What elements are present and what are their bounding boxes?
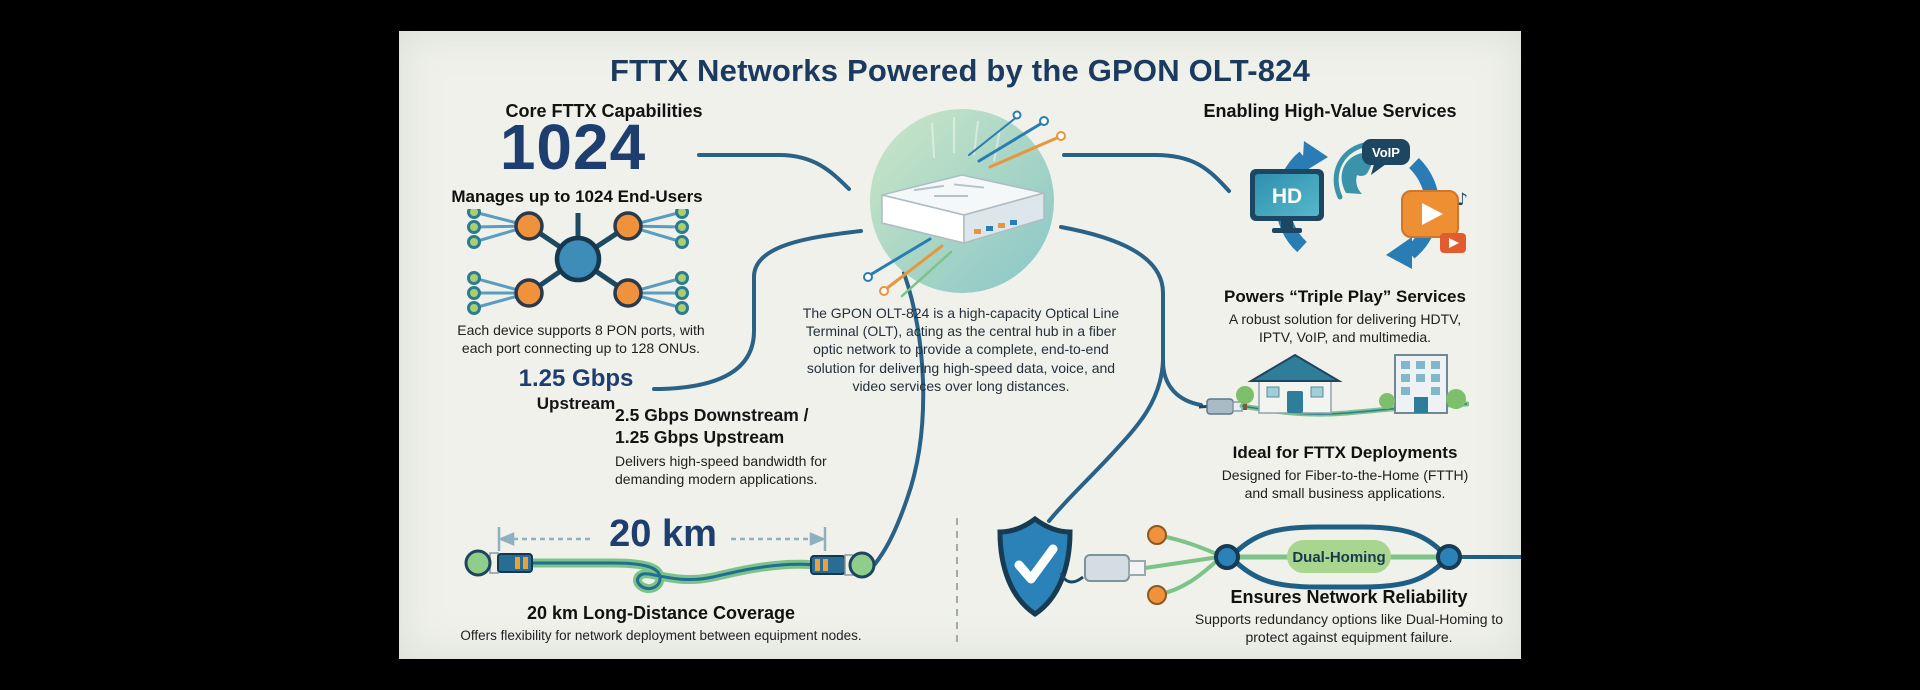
fiber-cable-icon: [464, 549, 876, 594]
fiber-plug-icon-2: [1084, 554, 1146, 582]
center-description: The GPON OLT-824 is a high-capacity Opti…: [802, 305, 1120, 394]
building-icon: [1379, 354, 1466, 414]
media-player-icon: ♪: [1401, 190, 1468, 253]
cable-end-left: [464, 549, 533, 577]
olt-device-illustration: [863, 109, 1066, 298]
capacity-subtitle: Manages up to 1024 End-Users: [451, 187, 703, 206]
shield-check-icon: [997, 515, 1073, 618]
connector-left-mid: [652, 229, 863, 391]
distance-measure-label: 20 km: [609, 513, 717, 555]
infographic-panel: FTTX Networks Powered by the GPON OLT-82…: [399, 31, 1521, 659]
left-section-heading: Core FTTX Capabilities: [505, 101, 703, 121]
svg-text:Dual-Homing: Dual-Homing: [1292, 549, 1385, 566]
upstream-stat-value: 1.25 Gbps: [518, 365, 634, 392]
fttx-heading: Ideal for FTTX Deployments: [1232, 443, 1458, 462]
bandwidth-heading-line1: 2.5 Gbps Downstream /: [615, 405, 809, 425]
device-ports: [974, 220, 1017, 234]
olt-hub-node: [554, 235, 602, 283]
capacity-description: Each device supports 8 PON ports, with e…: [457, 322, 705, 356]
triple-play-description: A robust solution for delivering HDTV, I…: [1228, 311, 1462, 345]
triple-play-heading: Powers “Triple Play” Services: [1224, 287, 1466, 306]
right-section-heading: Enabling High-Value Services: [1203, 101, 1457, 121]
svg-text:♪: ♪: [1457, 190, 1468, 210]
connector-right-bottom: [1047, 359, 1165, 523]
svg-text:VoIP: VoIP: [1372, 145, 1400, 160]
connector-left-top: [697, 153, 851, 191]
distance-arrows: [497, 527, 827, 551]
phone-icon: [1333, 142, 1373, 200]
house-icon: [1247, 353, 1343, 414]
distance-heading: 20 km Long-Distance Coverage: [526, 603, 796, 623]
bandwidth-heading-line2: 1.25 Gbps Upstream: [615, 427, 785, 447]
page-title: FTTX Networks Powered by the GPON OLT-82…: [609, 53, 1311, 88]
dual-homing-loop: [1235, 524, 1442, 590]
bandwidth-description: Delivers high-speed bandwidth for demand…: [615, 453, 827, 487]
distance-description: Offers flexibility for network deploymen…: [460, 628, 862, 643]
capacity-big-number: 1024: [499, 111, 647, 183]
cable-end-right: [810, 551, 876, 579]
fttx-premises-icon: [1199, 353, 1469, 417]
tree-icon: [1236, 386, 1254, 410]
reliability-illustration: Dual-Homing: [997, 515, 1521, 618]
reliability-heading: Ensures Network Reliability: [1230, 587, 1468, 607]
svg-text:HD: HD: [1272, 185, 1302, 208]
network-topology-icon: [467, 209, 689, 315]
triple-play-icon: HD VoIP ♪: [1250, 139, 1468, 269]
fiber-plug-icon: [1206, 398, 1243, 415]
dual-homing-badge: Dual-Homing: [1287, 540, 1391, 573]
connector-left-bottom: [863, 271, 926, 567]
upstream-stat-label: Upstream: [536, 394, 616, 413]
voip-badge: VoIP: [1362, 139, 1410, 175]
tv-icon: HD: [1250, 169, 1324, 233]
connector-lines: [652, 153, 1231, 647]
connector-right-mid: [1059, 225, 1203, 407]
connector-right-top: [1062, 153, 1231, 193]
fiber-strands: [868, 115, 1061, 298]
fttx-description: Designed for Fiber-to-the-Home (FTTH) an…: [1221, 467, 1469, 501]
reliability-description: Supports redundancy options like Dual-Ho…: [1194, 611, 1504, 645]
